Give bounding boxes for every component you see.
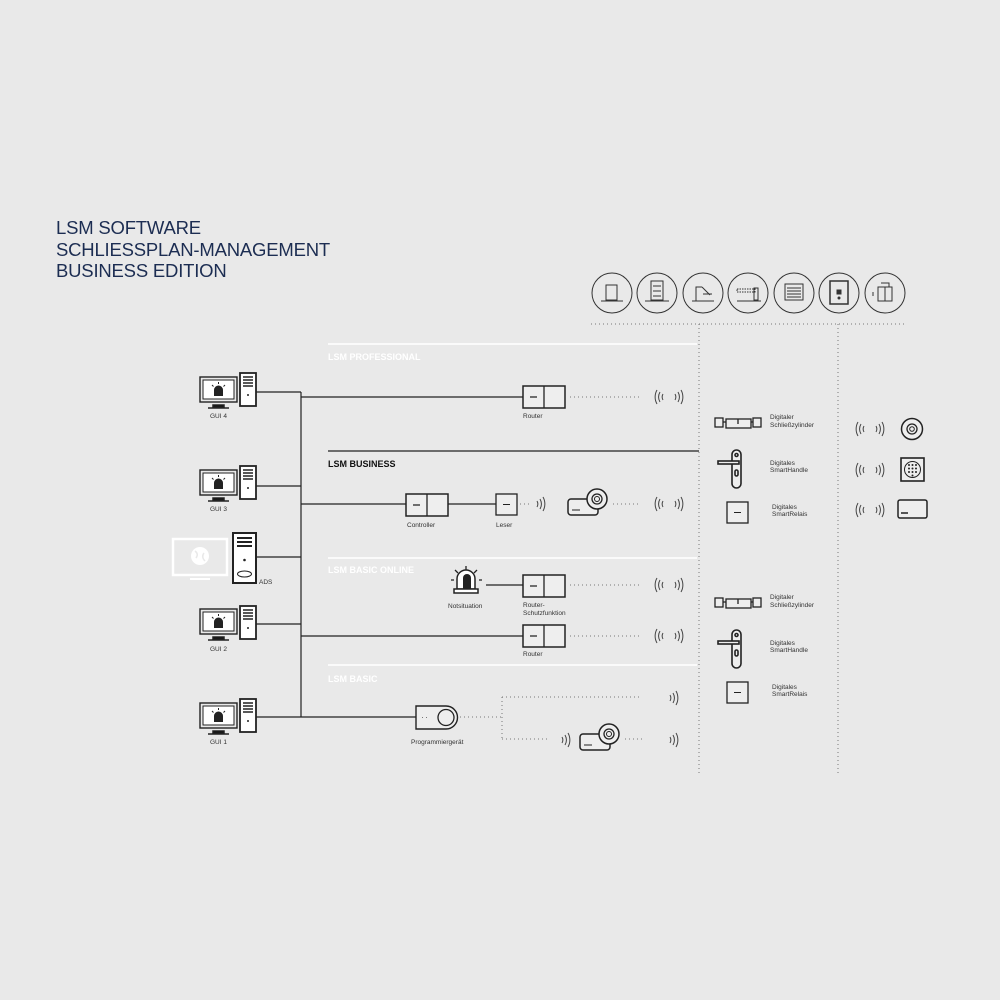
title-line-1: LSM SOFTWARE — [56, 217, 201, 238]
router-schutz-label-2: Schutzfunktion — [523, 610, 566, 617]
wireless-icon — [654, 389, 684, 405]
cylinder-label-2: Schließzylinder — [770, 602, 815, 609]
handle-label-2: SmartHandle — [770, 647, 808, 654]
router-professional[interactable]: Router — [522, 385, 566, 420]
title-line-2: SCHLIESSPLAN-MANAGEMENT — [56, 238, 330, 260]
transponder-icon — [900, 417, 924, 441]
siren-icon — [451, 566, 482, 594]
router-basic-online[interactable]: Router — [522, 624, 566, 658]
workstation-gui1[interactable]: GUI 1 — [199, 698, 257, 746]
emergency-door-icon — [636, 272, 678, 314]
notsituation[interactable]: Notsituation — [448, 566, 483, 610]
workstation-gui4[interactable]: GUI 4 — [199, 372, 257, 420]
turnstile-icon — [682, 272, 724, 314]
wireless-icon — [855, 462, 885, 478]
handle-label-1: Digitales — [770, 460, 796, 467]
router2-label: Router — [523, 651, 543, 658]
title-line-3: BUSINESS EDITION — [56, 260, 227, 281]
garage-door-icon — [773, 272, 815, 314]
wireless-icon — [536, 496, 546, 512]
wireless-icon — [654, 577, 684, 593]
wireless-icon — [855, 502, 885, 518]
section-basic: LSM BASIC — [328, 674, 378, 684]
gui3-label: GUI 3 — [210, 506, 227, 513]
page-title: LSM SOFTWARE SCHLIESSPLAN-MANAGEMENT BUS… — [56, 217, 330, 282]
reader-leser[interactable]: Leser — [495, 493, 518, 529]
handle-label-2: SmartHandle — [770, 467, 808, 474]
workstation-gui2[interactable]: GUI 2 — [199, 605, 257, 653]
cylinder-label-1: Digitaler — [770, 594, 795, 601]
wireless-icon — [669, 690, 679, 706]
router-label: Router — [523, 413, 543, 420]
relay-label-2: SmartRelais — [772, 691, 808, 698]
card-icon — [897, 499, 928, 519]
router-schutz-label-1: Router- — [523, 602, 545, 609]
ads-label: ADS — [259, 579, 273, 586]
card-reader-icon — [567, 488, 608, 516]
controller-label: Controller — [407, 522, 436, 529]
door-icon — [591, 272, 633, 314]
gui1-label: GUI 1 — [210, 739, 227, 746]
gui4-label: GUI 4 — [210, 413, 227, 420]
controller[interactable]: Controller — [405, 493, 449, 529]
programmiergeraet-label: Programmiergerät — [411, 739, 464, 746]
programmiergeraet[interactable]: Programmiergerät — [411, 705, 464, 746]
globe-monitor-icon — [171, 537, 229, 580]
network-lines — [256, 391, 523, 718]
relay-label-2: SmartRelais — [772, 511, 808, 518]
router-schutzfunktion[interactable]: Router- Schutzfunktion — [522, 574, 566, 617]
cylinder-label-1: Digitaler — [770, 414, 795, 421]
top-icons — [591, 272, 906, 314]
safe-icon — [818, 272, 860, 314]
section-professional: LSM PROFESSIONAL — [328, 352, 421, 362]
wireless-icon — [855, 421, 885, 437]
section-basic-online: LSM BASIC ONLINE — [328, 565, 414, 575]
barrier-icon — [727, 272, 769, 314]
section-business: LSM BUSINESS — [328, 459, 396, 469]
relay-label-1: Digitales — [772, 504, 798, 511]
elevator-icon — [864, 272, 906, 314]
relay-label-1: Digitales — [772, 684, 798, 691]
wireless-icon — [654, 628, 684, 644]
wireless-icon — [561, 732, 571, 748]
wireless-icon — [654, 496, 684, 512]
server-ads[interactable]: ADS — [171, 532, 273, 586]
cylinder-label-2: Schließzylinder — [770, 422, 815, 429]
leser-label: Leser — [496, 522, 513, 529]
gui2-label: GUI 2 — [210, 646, 227, 653]
handle-label-1: Digitales — [770, 640, 796, 647]
notsituation-label: Notsituation — [448, 603, 483, 610]
workstation-gui3[interactable]: GUI 3 — [199, 465, 257, 513]
keypad-icon — [900, 457, 925, 482]
card-reader-icon — [579, 723, 620, 751]
wireless-icon — [669, 732, 679, 748]
